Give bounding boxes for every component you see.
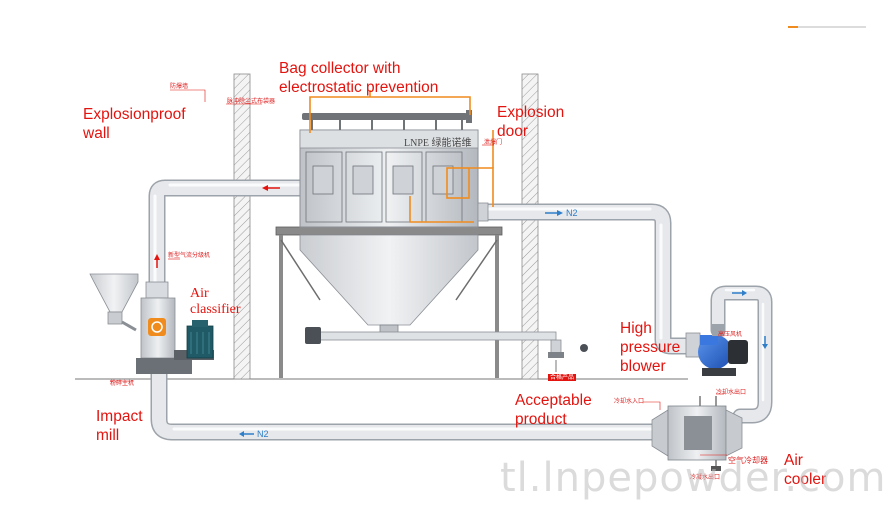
flow-arrows (154, 185, 768, 437)
air-cooler-label: Air cooler (784, 451, 826, 489)
high-pressure-blower-label-line1: High (620, 320, 652, 337)
tag-explosion-door: 泄爆门 (484, 139, 503, 146)
air-cooler-label-line2: cooler (784, 471, 827, 488)
pulse-manifold (302, 110, 472, 130)
explosionproof-wall-label-line1: Explosionproof (83, 106, 186, 123)
tag-blower: 高压风机 (718, 331, 743, 338)
air-classifier-label: Air classifier (190, 286, 241, 318)
high-pressure-blower-label: High pressure blower (620, 319, 680, 376)
high-pressure-blower-label-line3: blower (620, 358, 666, 375)
collector-support-frame (275, 226, 503, 378)
air-classifier-label-line2: classifier (190, 302, 241, 317)
leader-lines (110, 89, 727, 456)
mill-motor (186, 320, 214, 359)
tag-mill: 粉碎主机 (110, 380, 135, 387)
explosionproof-wall-label: Explosionproof wall (83, 105, 186, 143)
acceptable-product-label-line2: product (515, 411, 567, 428)
bag-collector-top (299, 129, 479, 149)
flow-label-n2-top: N2 (566, 208, 578, 218)
acceptable-product-label: Acceptable product (515, 391, 592, 429)
tag-collector: 脉冲除尘式布袋器 (227, 98, 276, 105)
explosionproof-wall-right (521, 73, 539, 380)
high-pressure-blower-label-line2: pressure (620, 339, 681, 356)
tag-product: 合格产品 (548, 374, 577, 381)
tag-cooling-out: 冷却水出口 (716, 389, 747, 396)
impact-mill-label-line2: mill (96, 427, 120, 444)
bag-collector-label: Bag collector with electrostatic prevent… (279, 59, 438, 97)
high-pressure-blower (685, 324, 748, 376)
feed-hopper (89, 273, 139, 332)
screw-conveyor (305, 327, 588, 372)
tag-cooler: 空气冷却器 (728, 456, 768, 465)
collector-hopper (299, 234, 479, 326)
flow-label-n2-bottom: N2 (257, 429, 269, 439)
collector-brand-plate: LNPE 绿能诺维 (404, 138, 472, 149)
tag-classifier: 新型气流分级机 (168, 252, 211, 259)
callout-frames (309, 90, 494, 223)
explosion-door-label-line2: door (497, 123, 529, 140)
impact-mill-label: Impact mill (96, 407, 143, 445)
acceptable-product-label-line1: Acceptable (515, 392, 592, 409)
tag-wall: 防爆墙 (170, 83, 189, 90)
bag-collector-label-line1: Bag collector with (279, 60, 401, 77)
air-cooler (651, 396, 743, 471)
tag-cooling-in: 冷却水入口 (614, 398, 645, 405)
watermark: tl.lnpepowder.com (500, 455, 887, 501)
bag-collector-label-line2: electrostatic prevention (279, 79, 439, 96)
explosion-door-label-line1: Explosion (497, 104, 565, 121)
bag-collector-doors (305, 151, 463, 223)
impact-mill-label-line1: Impact (96, 408, 143, 425)
explosionproof-wall-label-line2: wall (83, 125, 110, 142)
air-cooler-label-line1: Air (784, 452, 803, 469)
tag-drain: 冷凝水出口 (690, 474, 721, 481)
collector-exhaust-stub (477, 202, 489, 222)
explosion-door-label: Explosion door (497, 103, 564, 141)
pipe-network (148, 179, 773, 441)
explosionproof-wall-left (233, 73, 251, 380)
air-classifier-label-line1: Air (190, 286, 209, 301)
